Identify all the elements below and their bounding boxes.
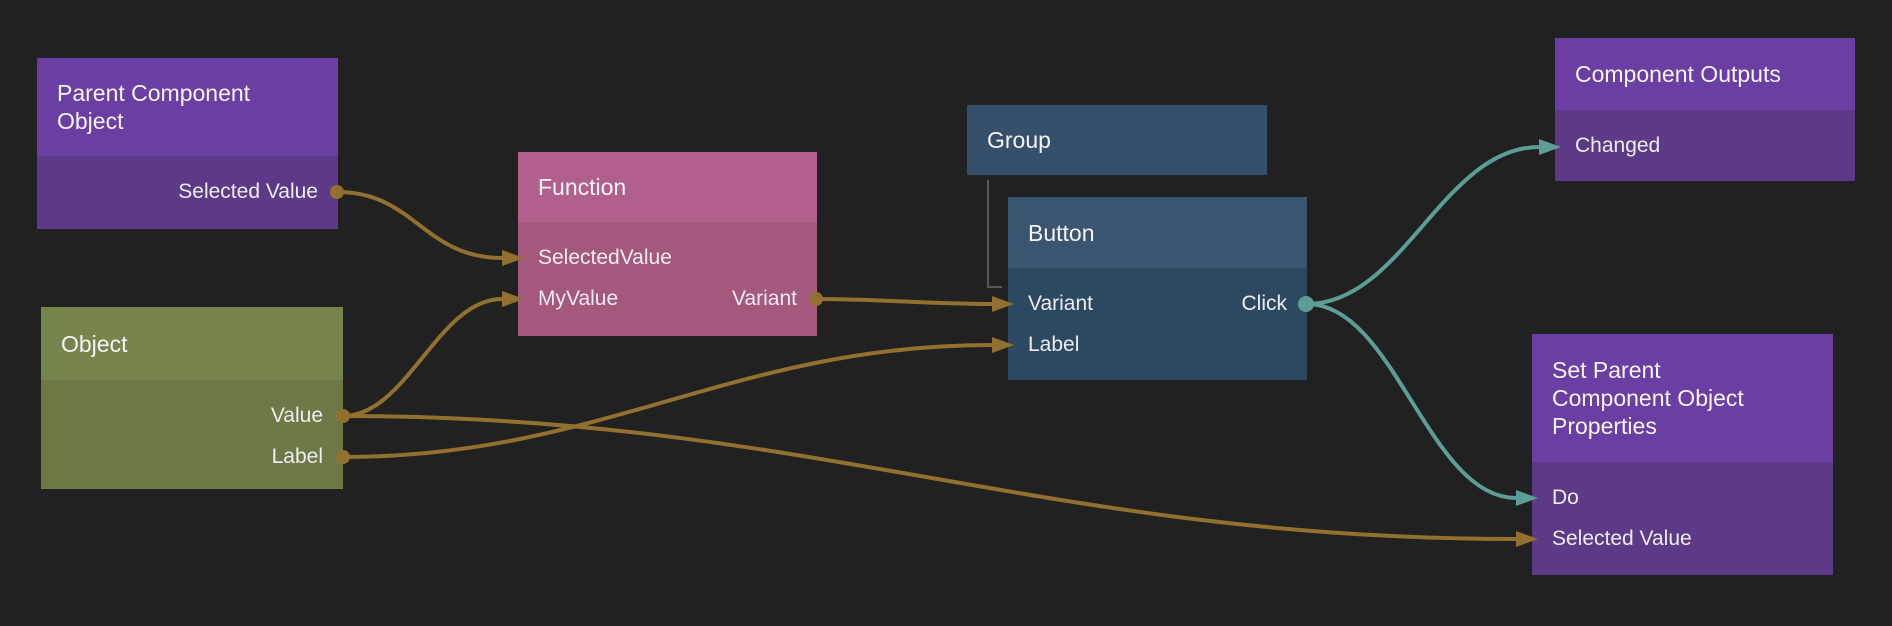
node-title: Object [41,307,343,380]
port-label-input[interactable]: Label [1008,324,1307,365]
wire-object-value-to-function-myvalue[interactable] [341,291,524,418]
wire-parent-selectedvalue-to-function-selectedvalue[interactable] [336,190,524,266]
port-label: Changed [1575,133,1661,157]
port-changed-input[interactable]: Changed [1555,125,1855,166]
wire-object-label-to-button-label[interactable] [341,337,1014,459]
port-label: Do [1552,485,1579,509]
node-set-parent-component-object-properties[interactable]: Set Parent Component Object Properties D… [1532,334,1833,575]
port-label: Label [1028,332,1080,356]
node-title: Parent Component Object [37,58,338,156]
wire-button-click-to-componentoutputs-changed[interactable] [1305,139,1561,306]
port-value-output[interactable]: Value [41,395,343,436]
node-component-outputs[interactable]: Component Outputs Changed [1555,38,1855,181]
port-label: Label [271,444,323,468]
wire-arrowhead-icon [1516,490,1538,506]
node-title: Set Parent Component Object Properties [1532,334,1833,462]
port-variant-output[interactable]: Variant [732,286,797,310]
output-port-dot-value[interactable] [336,409,350,423]
hierarchy-connector-group-button [987,180,1002,288]
output-port-dot-variant[interactable] [809,292,823,306]
port-myvalue-input[interactable]: MyValue [538,286,619,310]
port-selectedvalue-input[interactable]: SelectedValue [518,237,817,278]
wire-arrowhead-icon [1539,139,1561,155]
node-title: Function [518,152,817,222]
output-port-dot-click[interactable] [1298,296,1314,312]
node-group[interactable]: Group [967,105,1267,175]
node-button[interactable]: Button Variant Click Label [1008,197,1307,380]
output-port-dot-label[interactable] [336,450,350,464]
output-port-dot-selected-value[interactable] [330,185,344,199]
node-title: Group [967,105,1267,175]
node-object[interactable]: Object Value Label [41,307,343,489]
node-title: Component Outputs [1555,38,1855,110]
port-selected-value-output[interactable]: Selected Value [37,171,338,212]
wire-arrowhead-icon [502,250,524,266]
port-label: SelectedValue [538,245,672,269]
port-label: Value [270,403,323,427]
node-parent-component-object[interactable]: Parent Component Object Selected Value [37,58,338,229]
port-label: Selected Value [178,179,318,203]
port-do-input[interactable]: Do [1532,477,1833,518]
node-function[interactable]: Function SelectedValue MyValue Variant [518,152,817,336]
wire-button-click-to-setparent-do[interactable] [1305,302,1538,506]
wire-arrowhead-icon [1516,531,1538,547]
wire-arrowhead-icon [992,296,1014,312]
wire-arrowhead-icon [992,337,1014,353]
port-click-output[interactable]: Click [1241,291,1288,315]
port-label-output[interactable]: Label [41,436,343,477]
wire-function-variant-to-button-variant[interactable] [815,296,1014,312]
node-title: Button [1008,197,1307,268]
wire-object-value-to-setparent-selectedvalue[interactable] [341,414,1538,547]
wire-arrowhead-icon [502,291,524,307]
port-selected-value-input[interactable]: Selected Value [1532,518,1833,559]
port-label: Selected Value [1552,526,1692,550]
port-variant-input[interactable]: Variant [1028,291,1093,315]
